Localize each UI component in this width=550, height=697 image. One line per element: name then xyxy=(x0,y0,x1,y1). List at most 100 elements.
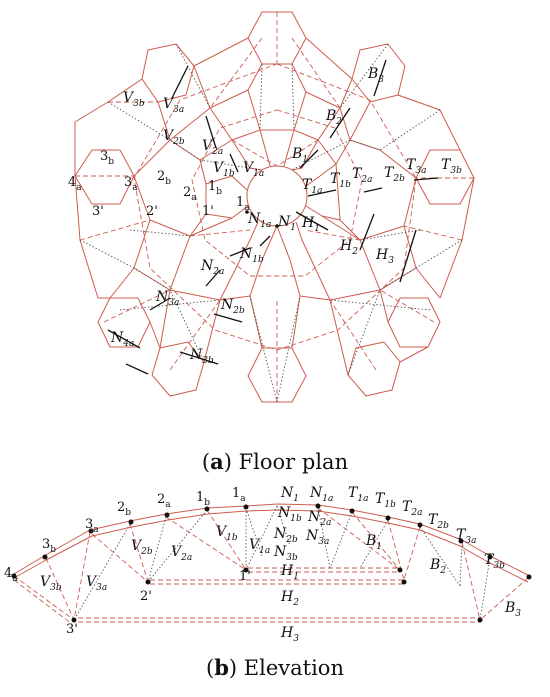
label-sub: 3b xyxy=(50,583,62,593)
label-V2b: V2b xyxy=(163,128,185,147)
label-sub: 1a xyxy=(357,494,368,504)
label-main: T xyxy=(484,552,495,568)
label-main: H xyxy=(280,589,294,605)
plan-dashed-rings xyxy=(75,12,474,402)
label-main: H xyxy=(280,625,294,641)
label-sub: 3 xyxy=(378,75,384,85)
label-2p: 2' xyxy=(146,204,158,219)
label-main: N xyxy=(110,330,124,346)
label-main: 1 xyxy=(196,490,204,505)
label-main: 2 xyxy=(117,500,125,515)
label-sub: 3b xyxy=(286,553,298,563)
label-2a: 2a xyxy=(157,492,171,510)
label-3b: 3b xyxy=(42,537,56,555)
label-T2a: T2a xyxy=(402,499,422,518)
label-3a: 3a xyxy=(124,175,138,193)
label-V1b: V1b xyxy=(213,160,235,179)
label-main: 3 xyxy=(124,175,132,190)
label-sub: 3b xyxy=(202,356,214,366)
label-sub: 1 xyxy=(314,224,320,234)
caption-a: (a) Floor plan xyxy=(202,449,348,474)
label-N1b: N1b xyxy=(239,246,264,265)
label-sub: 2 xyxy=(335,117,342,127)
label-T1a: T1a xyxy=(302,177,322,196)
label-1a: 1a xyxy=(232,486,246,504)
label-main: 2' xyxy=(140,589,152,604)
label-sub: a xyxy=(93,525,99,535)
label-sub: b xyxy=(216,187,222,197)
label-T3b: T3b xyxy=(484,552,505,571)
label-sub: 3b xyxy=(493,561,505,571)
label-sub: 1a xyxy=(260,220,271,230)
elevation-diagonals xyxy=(13,507,529,625)
label-main: H xyxy=(339,238,353,254)
label-main: 2 xyxy=(157,169,165,184)
label-main: T xyxy=(348,485,359,501)
label-sub: 1 xyxy=(293,572,299,582)
label-sub: 2b xyxy=(285,535,298,545)
plan-outer-hexagons xyxy=(74,11,475,403)
label-T3a: T3a xyxy=(406,157,426,176)
label-main: V xyxy=(249,537,261,553)
label-N2a: N2a xyxy=(307,509,331,528)
label-main: 1' xyxy=(239,569,251,584)
label-N1a: N1a xyxy=(247,211,271,230)
label-1p: 1' xyxy=(202,204,214,219)
label-main: T xyxy=(406,157,417,173)
label-2p: 2' xyxy=(140,589,152,604)
label-H2: H2 xyxy=(280,589,299,608)
caption-b: (b) Elevation xyxy=(206,655,344,680)
label-main: N xyxy=(189,347,203,363)
label-main: N xyxy=(280,485,294,501)
label-main: B xyxy=(367,66,378,82)
label-H1: H1 xyxy=(301,215,320,234)
label-sub: a xyxy=(12,574,18,584)
label-main: T xyxy=(330,171,341,187)
label-4a: 4a xyxy=(68,175,82,193)
label-3b: 3b xyxy=(100,149,114,167)
arch-lower xyxy=(13,509,529,583)
label-main: N xyxy=(239,246,253,262)
label-V3b: V3b xyxy=(123,90,145,109)
label-V1a: V1a xyxy=(243,160,264,179)
label-sub: 1b xyxy=(252,255,264,265)
label-sub: b xyxy=(165,177,171,187)
label-main: N xyxy=(309,485,323,501)
label-sub: 1a xyxy=(322,494,333,504)
label-2b: 2b xyxy=(117,500,131,518)
label-sub: 3 xyxy=(388,256,394,266)
label-sub: b xyxy=(50,545,56,555)
label-main: 1 xyxy=(208,179,216,194)
label-B2: B2 xyxy=(429,557,446,576)
label-main: N xyxy=(273,544,287,560)
label-main: T xyxy=(456,527,467,543)
label-sub: a xyxy=(76,183,82,193)
label-sub: 3a xyxy=(415,166,426,176)
label-B2: B2 xyxy=(325,108,342,127)
floor-plan: B3B2B1V3bV3aV2bV2aV1bV1aT1aT1bT2aT2bT3aT… xyxy=(68,11,475,403)
caption-a-text: Floor plan xyxy=(232,450,348,474)
label-main: T xyxy=(375,491,386,507)
label-1a: 1a xyxy=(236,195,250,213)
label-main: V xyxy=(86,574,98,590)
label-sub: 3a xyxy=(318,537,329,547)
plan-arrows xyxy=(107,59,439,375)
label-main: 1 xyxy=(236,195,244,210)
label-sub: 1 xyxy=(376,542,382,552)
label-main: B xyxy=(325,108,336,124)
label-sub: 1a xyxy=(311,186,322,196)
label-4a: 4a xyxy=(4,566,18,584)
label-main: B xyxy=(365,533,376,549)
label-N1a: N1a xyxy=(309,485,333,504)
label-main: N xyxy=(155,289,169,305)
label-V1b: V1b xyxy=(216,524,238,543)
label-V2b: V2b xyxy=(131,538,153,557)
label-main: T xyxy=(352,166,363,182)
label-sub: 2a xyxy=(211,147,223,157)
label-sub: 2b xyxy=(232,306,245,316)
label-sub: a xyxy=(132,183,138,193)
label-sub: 3b xyxy=(450,166,462,176)
label-main: 4 xyxy=(68,175,76,190)
label-main: V xyxy=(243,160,255,176)
